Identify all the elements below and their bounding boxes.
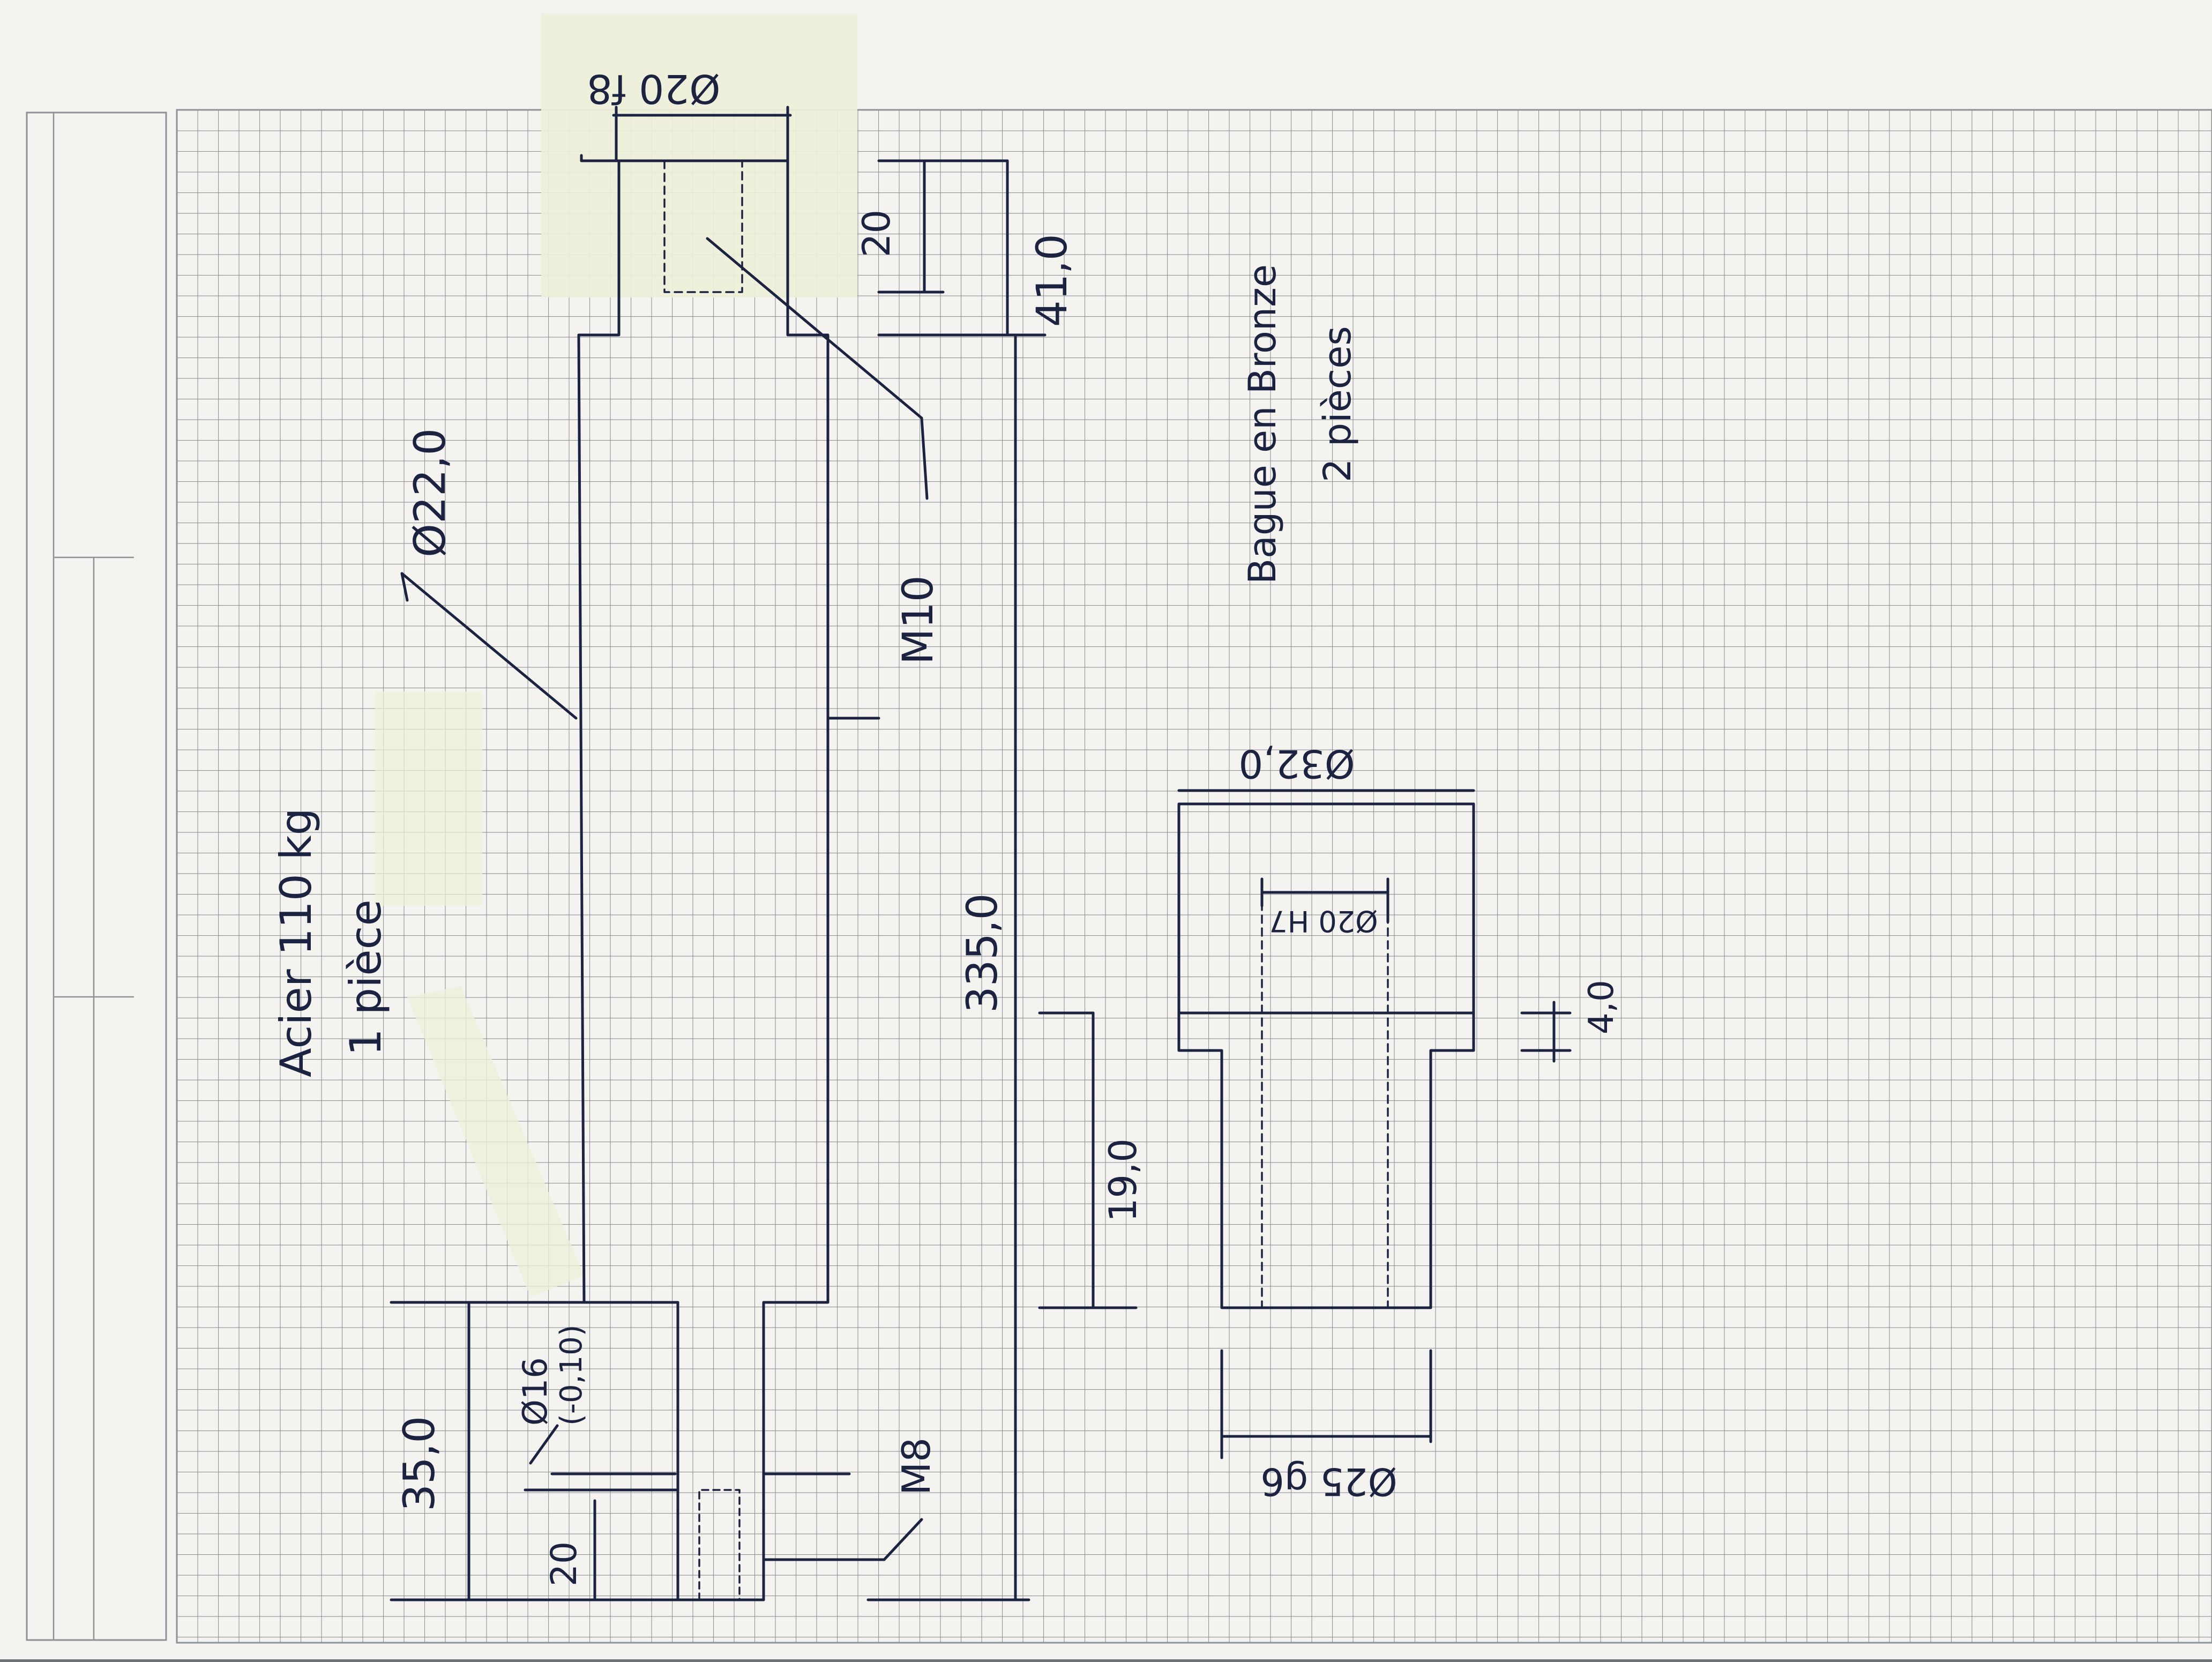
masking-tape-diagonal — [407, 986, 584, 1297]
dim-flange-dia: Ø32,0 — [1239, 741, 1355, 786]
masking-tape-top — [541, 13, 857, 297]
thread-top: M10 — [894, 575, 943, 665]
dim-bush-length: 19,0 — [1101, 1138, 1145, 1222]
shaft-material-label: Acier 110 kg — [271, 808, 321, 1077]
bushing-quantity-label: 2 pièces — [1316, 326, 1359, 482]
dim-bore: Ø20 H7 — [1269, 904, 1378, 938]
shaft-quantity-label: 1 pièce — [341, 899, 391, 1056]
title-block-strip — [26, 111, 167, 1641]
bushing-material-label: Bague en Bronze — [1240, 264, 1284, 584]
dim-total-length: 335,0 — [959, 893, 1007, 1013]
masking-tape-left — [375, 691, 482, 906]
dim-od-end: Ø20 f8 — [587, 65, 720, 111]
thread-bottom: M8 — [894, 1437, 939, 1495]
dim-end-length-top: 20 — [855, 210, 899, 257]
grid-area — [176, 109, 2212, 1644]
dim-flange-thk: 4,0 — [1582, 980, 1621, 1034]
dim-end-shoulder: 41,0 — [1028, 234, 1077, 327]
dim-end-length-bottom: 35,0 — [394, 1416, 444, 1511]
dim-end-tol: (-0,10) — [554, 1324, 589, 1426]
dim-end-dia: Ø16 — [515, 1357, 555, 1426]
dim-bush-od: Ø25 g6 — [1260, 1459, 1397, 1503]
dim-main-dia: Ø22,0 — [405, 428, 455, 557]
dim-thread-depth-bottom: 20 — [543, 1541, 585, 1586]
